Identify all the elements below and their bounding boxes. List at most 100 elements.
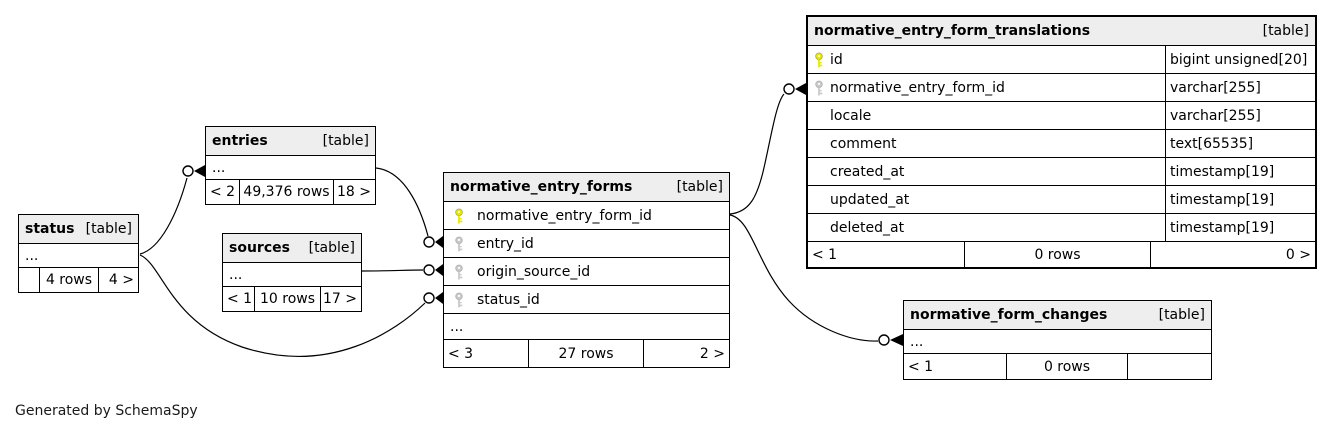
- column-name: normative_entry_form_id: [477, 207, 652, 224]
- column-row: comment text[65535]: [808, 130, 1315, 158]
- table-header: status [table]: [19, 215, 138, 244]
- column-row: id bigint unsigned[20]: [808, 46, 1315, 74]
- column-name: deleted_at: [830, 219, 905, 236]
- footer-children-count: < 1: [227, 291, 253, 307]
- column-name: locale: [830, 107, 872, 124]
- footer-children-count: < 1: [908, 358, 934, 375]
- foreign-key-icon: [454, 236, 464, 252]
- columns-ellipsis: ...: [19, 244, 138, 268]
- edge-arrowhead-icon: [435, 264, 443, 276]
- table-footer: < 1 0 rows 0 >: [808, 242, 1315, 267]
- edge-circle-marker: [423, 236, 435, 248]
- column-row: locale varchar[255]: [808, 102, 1315, 130]
- column-name: status_id: [477, 291, 540, 308]
- primary-key-icon: [814, 52, 824, 68]
- table-node-normative-form-changes[interactable]: normative_form_changes [table] ... < 1 0…: [903, 300, 1212, 380]
- footer-parents-count: 2 >: [699, 345, 725, 362]
- columns-ellipsis: ...: [223, 263, 361, 287]
- column-type: bigint unsigned[20]: [1165, 46, 1315, 73]
- table-tag: [table]: [85, 221, 132, 237]
- column-name: created_at: [830, 163, 905, 180]
- footer-children-count: < 3: [448, 345, 474, 362]
- column-type: timestamp[19]: [1165, 186, 1315, 213]
- foreign-key-icon: [454, 264, 464, 280]
- column-row: deleted_at timestamp[19]: [808, 214, 1315, 242]
- column-row: origin_source_id: [444, 258, 729, 286]
- column-type: timestamp[19]: [1165, 158, 1315, 185]
- footer-parents-count: [1128, 354, 1211, 379]
- column-name: origin_source_id: [477, 263, 591, 280]
- column-row: entry_id: [444, 230, 729, 258]
- column-row: normative_entry_form_id varchar[255]: [808, 74, 1315, 102]
- foreign-key-icon: [814, 80, 824, 96]
- edge-arrowhead-icon: [194, 165, 205, 177]
- table-tag: [table]: [1262, 23, 1309, 39]
- edge-circle-marker: [423, 264, 435, 276]
- column-name: id: [830, 51, 843, 68]
- table-tag: [table]: [676, 179, 723, 195]
- table-header: sources [table]: [223, 234, 361, 263]
- foreign-key-icon: [454, 292, 464, 308]
- table-footer: 4 rows 4 >: [19, 268, 138, 292]
- table-name: normative_entry_form_translations: [814, 23, 1091, 39]
- edge-status-entries: [139, 177, 188, 255]
- footer-rows-count: 27 rows: [528, 340, 644, 367]
- edge-circle-marker: [182, 165, 194, 177]
- table-tag: [table]: [322, 133, 369, 149]
- table-name: sources: [229, 240, 290, 256]
- column-row: status_id: [444, 286, 729, 314]
- columns-ellipsis: ...: [904, 330, 1211, 354]
- column-name: comment: [830, 135, 897, 152]
- column-name: normative_entry_form_id: [830, 79, 1005, 96]
- footer-parents-count: 17 >: [323, 291, 357, 307]
- footer-children-count: < 1: [812, 246, 838, 263]
- columns-ellipsis: ...: [206, 156, 375, 180]
- edge-circle-marker: [783, 83, 795, 95]
- footer-parents-count: 18 >: [337, 184, 371, 200]
- table-header: normative_entry_form_translations [table…: [808, 17, 1315, 46]
- table-footer: < 1 0 rows: [904, 354, 1211, 379]
- column-row: normative_entry_form_id: [444, 202, 729, 230]
- edge-entries-normative-entry-forms: [375, 167, 429, 237]
- column-row: updated_at timestamp[19]: [808, 186, 1315, 214]
- edge-normative-entry-forms-translations: [729, 93, 785, 215]
- table-name: normative_entry_forms: [450, 179, 633, 195]
- table-name: status: [25, 221, 75, 237]
- table-node-sources[interactable]: sources [table] ... < 1 10 rows 17 >: [222, 233, 362, 312]
- column-name: updated_at: [830, 191, 910, 208]
- table-header: normative_entry_forms [table]: [444, 173, 729, 202]
- footer-rows-count: 0 rows: [964, 242, 1151, 267]
- edge-normative-entry-forms-changes: [729, 214, 879, 342]
- edge-sources-normative-entry-forms: [361, 269, 424, 272]
- edge-arrowhead-icon: [890, 334, 903, 346]
- table-node-status[interactable]: status [table] ... 4 rows 4 >: [18, 214, 139, 293]
- table-name: entries: [212, 133, 268, 149]
- footer-children-count: < 2: [210, 184, 236, 200]
- edge-status-normative-entry-forms: [139, 254, 426, 357]
- table-footer: < 1 10 rows 17 >: [223, 287, 361, 311]
- table-node-normative-entry-forms[interactable]: normative_entry_forms [table] normative_…: [443, 172, 730, 368]
- table-node-entries[interactable]: entries [table] ... < 2 49,376 rows 18 >: [205, 126, 376, 205]
- generated-by-note: Generated by SchemaSpy: [15, 403, 198, 419]
- edge-circle-marker: [423, 292, 435, 304]
- table-node-normative-entry-form-translations[interactable]: normative_entry_form_translations [table…: [806, 15, 1317, 269]
- table-tag: [table]: [308, 240, 355, 256]
- footer-parents-count: 0 >: [1285, 246, 1311, 263]
- footer-rows-count: 49,376 rows: [239, 180, 334, 204]
- columns-ellipsis: ...: [444, 314, 729, 340]
- edge-circle-marker: [878, 334, 890, 346]
- footer-rows-count: 10 rows: [254, 287, 321, 311]
- table-header: normative_form_changes [table]: [904, 301, 1211, 330]
- edge-arrowhead-icon: [435, 292, 443, 304]
- table-footer: < 2 49,376 rows 18 >: [206, 180, 375, 204]
- footer-children-count: [19, 268, 39, 292]
- primary-key-icon: [454, 208, 464, 224]
- footer-rows-count: 0 rows: [1006, 354, 1128, 379]
- column-type: timestamp[19]: [1165, 214, 1315, 241]
- column-row: created_at timestamp[19]: [808, 158, 1315, 186]
- column-type: varchar[255]: [1165, 74, 1315, 101]
- column-type: text[65535]: [1165, 130, 1315, 157]
- edge-arrowhead-icon: [795, 83, 806, 95]
- table-header: entries [table]: [206, 127, 375, 156]
